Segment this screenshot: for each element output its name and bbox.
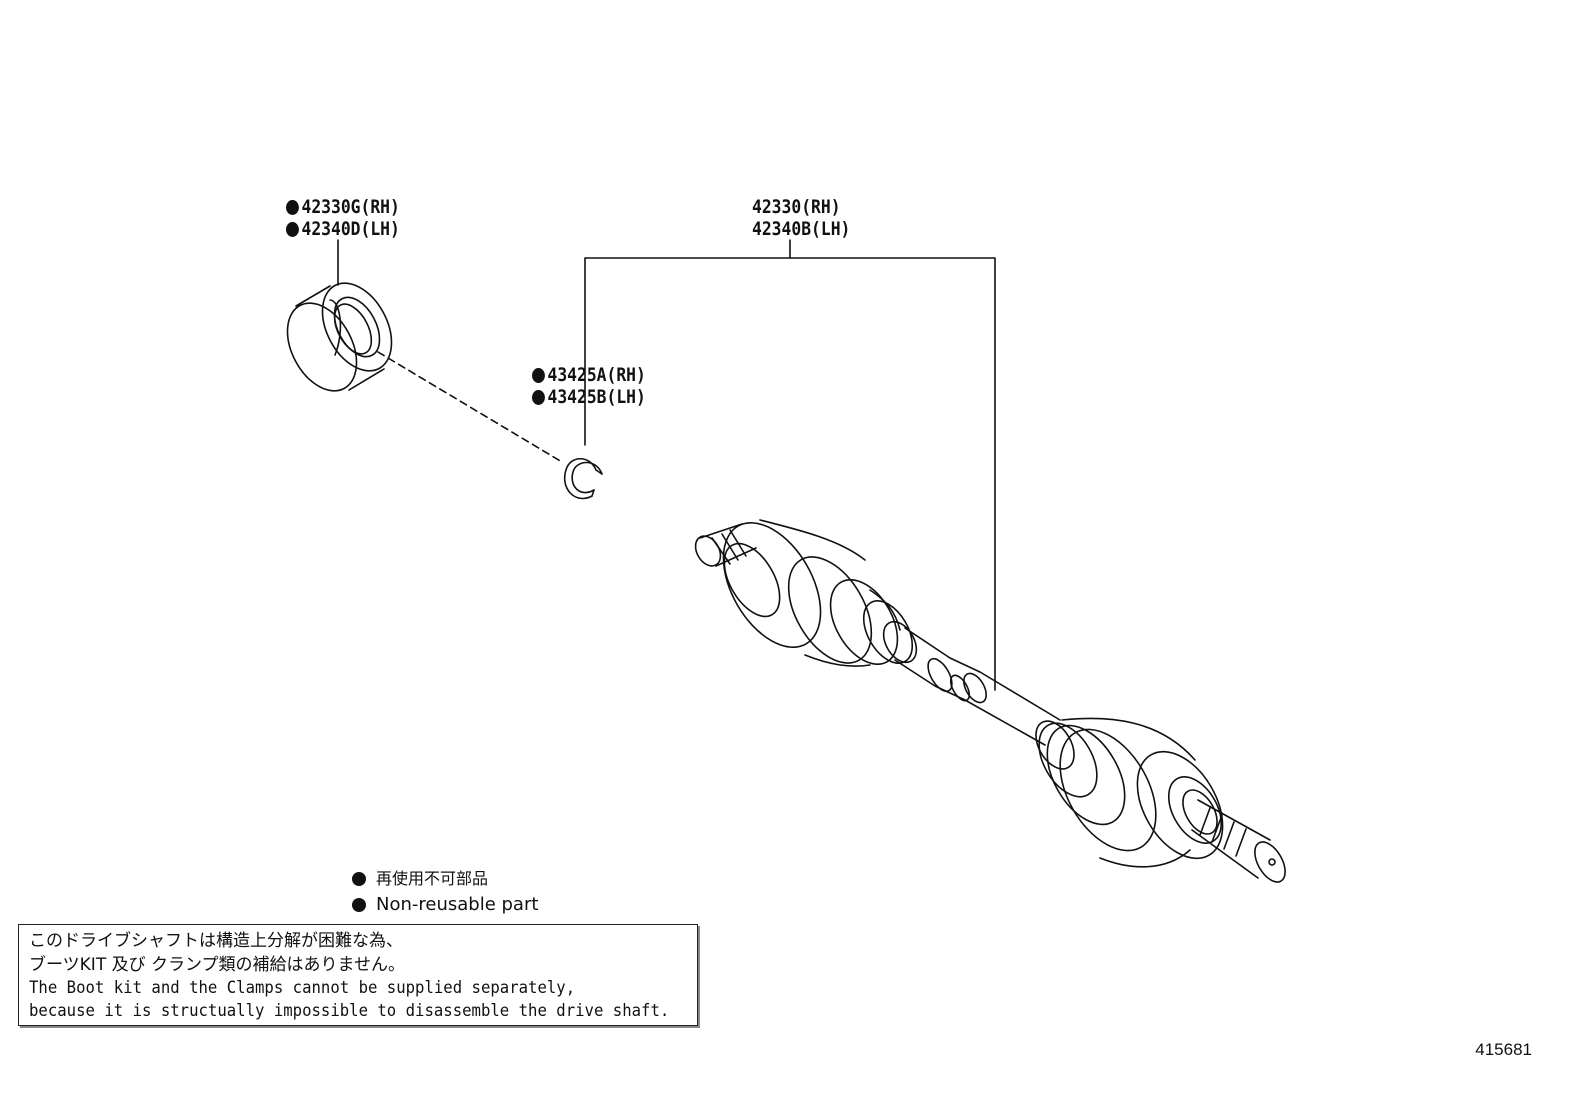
- non-reusable-bullet-icon: [532, 389, 545, 405]
- note-jp-line-2: ブーツKIT 及び クランプ類の補給はありません。: [29, 955, 405, 975]
- non-reusable-bullet-icon: [286, 221, 299, 237]
- illustration-number: 415681: [1475, 1040, 1532, 1059]
- non-reusable-bullet-icon: [352, 898, 366, 912]
- bearing-lh-part-number[interactable]: 42340D(LH): [301, 218, 400, 240]
- legend-en-text: Non-reusable part: [376, 894, 539, 915]
- inner-joint-housing: [722, 519, 918, 667]
- supply-note-box: このドライブシャフトは構造上分解が困難な為、 ブーツKIT 及び クランプ類の補…: [18, 924, 698, 1026]
- callout-drive-shaft: 42330(RH) 42340B(LH): [752, 196, 850, 240]
- snap-ring-rh-part-number[interactable]: 43425A(RH): [547, 364, 646, 386]
- snap-ring-lh-part-number[interactable]: 43425B(LH): [547, 386, 646, 408]
- leader-lines: [337, 239, 996, 691]
- legend: 再使用不可部品 Non-reusable part: [352, 866, 538, 918]
- outer-spline-stub: [1191, 799, 1286, 883]
- legend-jp-text: 再使用不可部品: [376, 869, 489, 888]
- non-reusable-bullet-icon: [532, 367, 545, 383]
- non-reusable-bullet-icon: [286, 199, 299, 215]
- bearing-part: [286, 282, 393, 392]
- callout-snap-ring: 43425A(RH) 43425B(LH): [532, 364, 646, 408]
- note-en-line-2: because it is structually impossible to …: [29, 1001, 670, 1021]
- shaft-rh-part-number[interactable]: 42330(RH): [752, 196, 841, 218]
- outer-boot: [1035, 717, 1196, 868]
- callout-bearing: 42330G(RH) 42340D(LH): [286, 196, 400, 240]
- drive-shaft-assembly: [694, 519, 1286, 883]
- shaft-bar: [894, 627, 1061, 746]
- shaft-lh-part-number[interactable]: 42340B(LH): [752, 218, 851, 240]
- alignment-dashed-line: [377, 351, 563, 463]
- note-jp-line-1: このドライブシャフトは構造上分解が困難な為、: [29, 931, 403, 951]
- bearing-rh-part-number[interactable]: 42330G(RH): [301, 196, 400, 218]
- non-reusable-bullet-icon: [352, 872, 366, 886]
- outer-joint-housing: [1136, 750, 1224, 860]
- snap-ring-part: [563, 457, 603, 500]
- note-en-line-1: The Boot kit and the Clamps cannot be su…: [29, 978, 576, 998]
